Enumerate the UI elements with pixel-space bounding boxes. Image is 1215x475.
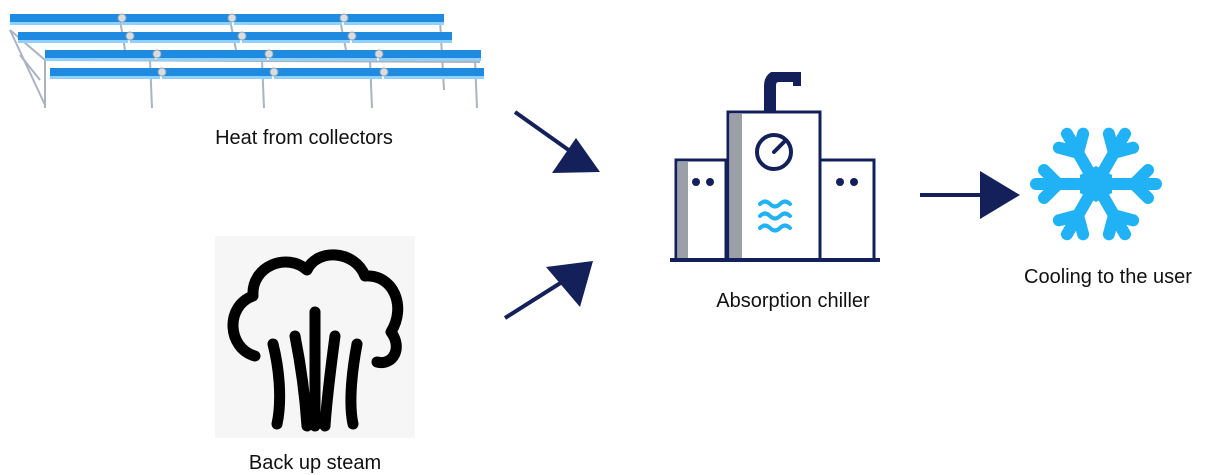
snowflake-icon bbox=[1030, 127, 1162, 241]
arrow-steam-to-chiller bbox=[503, 261, 593, 320]
arrow-collectors-to-chiller bbox=[513, 110, 600, 173]
cooling-label: Cooling to the user bbox=[1024, 266, 1192, 288]
absorption-chiller-icon bbox=[670, 72, 880, 262]
steam-icon bbox=[227, 249, 404, 432]
collectors-label: Heat from collectors bbox=[215, 127, 393, 149]
steam-label: Back up steam bbox=[248, 452, 382, 474]
solar-collectors-icon bbox=[9, 13, 484, 109]
arrow-chiller-to-cooling bbox=[920, 171, 1020, 219]
chiller-label: Absorption chiller bbox=[716, 290, 870, 312]
